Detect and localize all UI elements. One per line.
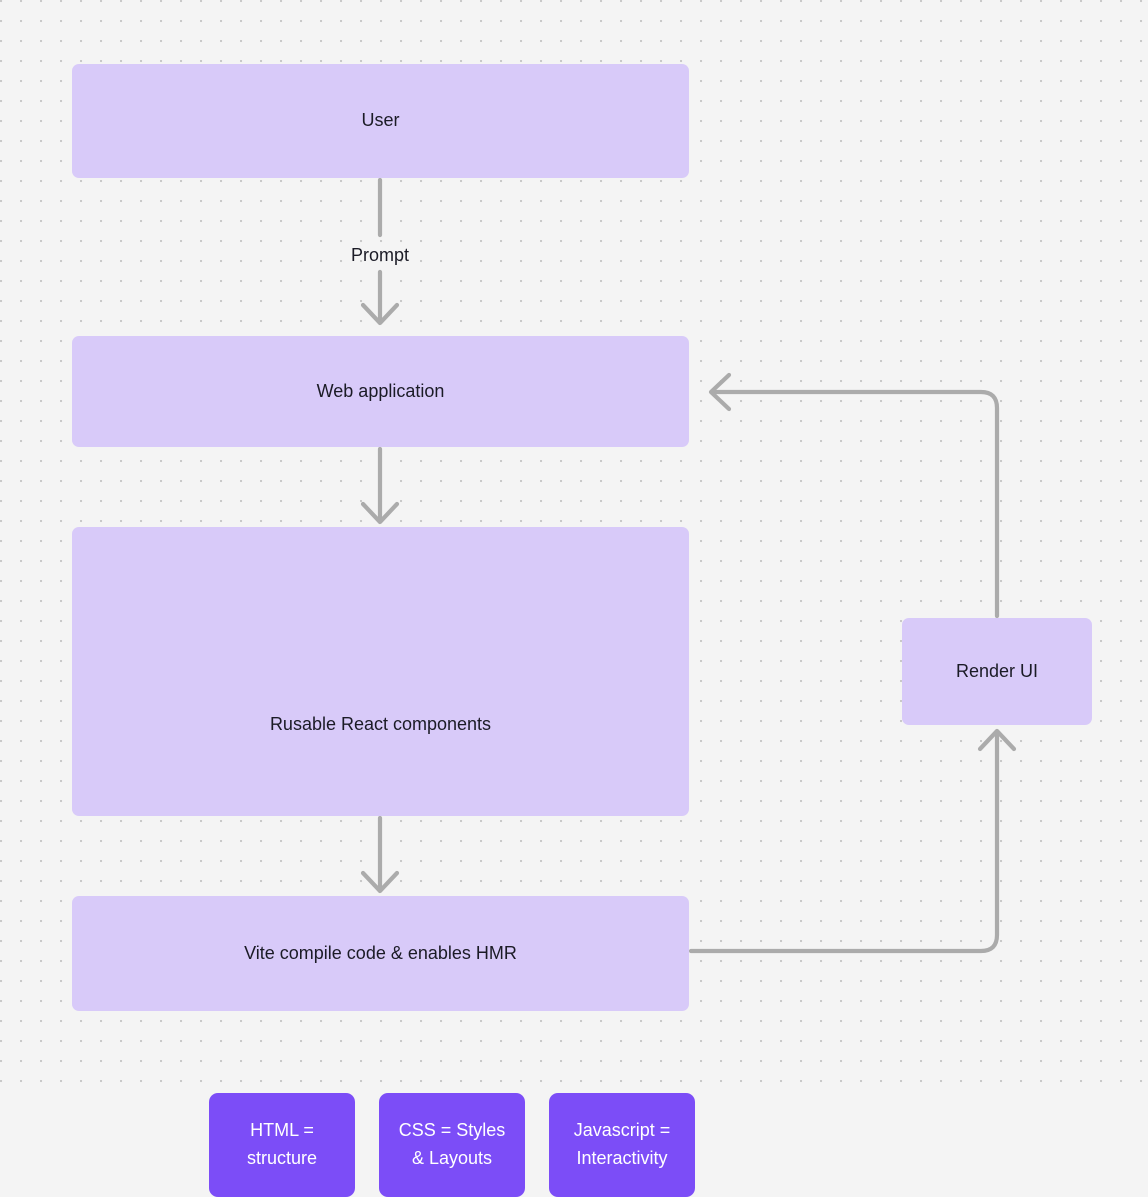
node-user[interactable]: User	[72, 64, 689, 178]
edge-webapp-to-components	[360, 446, 400, 525]
edge-render-to-webapp	[708, 372, 1000, 619]
node-render-ui[interactable]: Render UI	[902, 618, 1092, 725]
chip-javascript[interactable]: Javascript = Interactivity	[549, 1093, 695, 1197]
node-web-application-label: Web application	[316, 380, 445, 401]
node-reusable-react-components[interactable]: HTML = structure CSS = Styles & Layouts …	[72, 527, 695, 1197]
edge-components-to-vite	[360, 815, 400, 894]
node-user-label: User	[361, 110, 400, 131]
node-web-application[interactable]: Web application	[72, 336, 689, 447]
node-vite-compile[interactable]: Vite compile code & enables HMR	[72, 896, 689, 1011]
node-reusable-react-components-label: Rusable React components	[269, 714, 492, 734]
node-render-ui-label: Render UI	[955, 660, 1039, 681]
node-vite-compile-label: Vite compile code & enables HMR	[244, 942, 517, 963]
edge-vite-to-render	[688, 728, 1017, 954]
edge-label-prompt: Prompt	[350, 245, 410, 265]
chip-html[interactable]: HTML = structure	[209, 1093, 355, 1197]
chip-css[interactable]: CSS = Styles & Layouts	[379, 1093, 525, 1197]
